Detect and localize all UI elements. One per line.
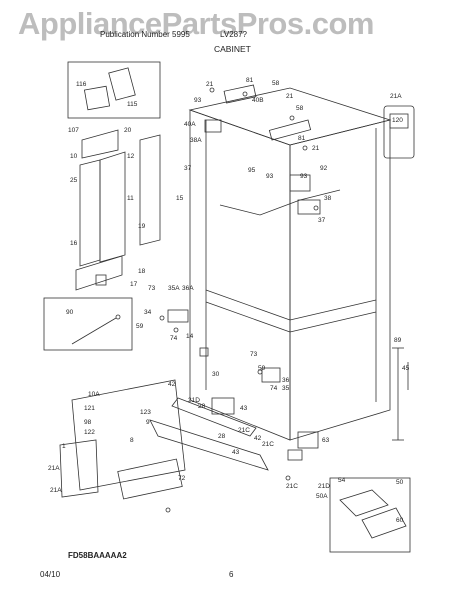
part-number-label: 21D (188, 397, 200, 404)
part-number-label: 98 (84, 419, 92, 426)
inset-box-bins (329, 477, 411, 553)
part-number-label: 19 (138, 223, 146, 230)
part-number-label: 43 (232, 449, 240, 456)
part-number-label: 40B (252, 97, 264, 104)
part-number-label: 123 (140, 409, 151, 416)
part-number-label: 122 (84, 429, 95, 436)
part-number-label: 28 (198, 403, 206, 410)
part-number-label: 107 (68, 127, 79, 134)
watermark: AppliancePartsPros.com (18, 6, 374, 41)
part-number-label: 21A (48, 465, 60, 472)
publication-number: Publication Number 5995 (100, 30, 190, 39)
part-number-label: 38A (190, 137, 202, 144)
part-number-label: 21 (206, 81, 214, 88)
part-number-label: 38 (324, 195, 332, 202)
kickplate-panel (71, 379, 186, 491)
part-number-label: 1 (62, 443, 66, 450)
part-number-label: 8 (130, 437, 134, 444)
part-number-label: 37 (184, 165, 192, 172)
part-number-label: 72 (178, 475, 186, 482)
part-number-label: 42 (254, 435, 262, 442)
part-number-label: 116 (76, 81, 87, 88)
bin-tray-left (339, 489, 389, 517)
part-number-label: 12 (127, 153, 135, 160)
part-number-label: 25 (70, 177, 78, 184)
part-number-label: 11 (127, 195, 134, 202)
part-number-label: 17 (130, 281, 138, 288)
part-number-label: 93 (194, 97, 202, 104)
part-number-label: 14 (186, 333, 194, 340)
part-number-label: 93 (266, 173, 274, 180)
part-number-label: 9 (146, 419, 150, 426)
footer-date: 04/10 (40, 570, 61, 579)
part-number-label: 30 (212, 371, 220, 378)
part-number-label: 63 (322, 437, 330, 444)
part-number-label: 15 (176, 195, 184, 202)
part-number-label: 115 (127, 101, 138, 108)
part-number-label: 35A (168, 285, 180, 292)
part-number-label: 21C (262, 441, 274, 448)
part-number-label: 89 (394, 337, 402, 344)
part-number-label: 36A (182, 285, 194, 292)
part-number-label: 74 (170, 335, 178, 342)
part-number-label: 16 (70, 240, 78, 247)
part-number-label: 81 (298, 135, 306, 142)
part-number-label: 59 (258, 365, 266, 372)
part-number-label: 45 (402, 365, 410, 372)
model-number: LV287? (220, 30, 247, 39)
part-number-label: 10A (88, 391, 100, 398)
part-number-label: 58 (272, 80, 280, 87)
part-number-label: 21 (312, 145, 320, 152)
part-number-label: 21C (238, 427, 250, 434)
part-number-label: 18 (138, 268, 146, 275)
inset-box-panel (67, 61, 161, 119)
part-number-label: 95 (248, 167, 256, 174)
part-number-label: 21C (286, 483, 298, 490)
part-number-label: 73 (250, 351, 258, 358)
part-number-label: 10 (70, 153, 78, 160)
part-number-label: 37 (318, 217, 326, 224)
part-number-label: 60 (396, 517, 404, 524)
part-number-label: 73 (148, 285, 156, 292)
part-number-label: 35 (282, 385, 290, 392)
part-number-label: 34 (144, 309, 152, 316)
part-number-label: 20 (124, 127, 132, 134)
part-number-label: 42 (168, 381, 176, 388)
cabinet-shell (188, 87, 392, 441)
inset-box-probe (43, 297, 133, 351)
part-number-label: 54 (338, 477, 346, 484)
part-number-label: 28 (218, 433, 226, 440)
part-number-label: 21A (390, 93, 402, 100)
diagram-code: FD58BAAAAA2 (68, 551, 127, 560)
part-number-label: 21D (318, 483, 330, 490)
section-title: CABINET (214, 44, 251, 54)
part-number-label: 58 (296, 105, 304, 112)
part-number-label: 40A (184, 121, 196, 128)
part-number-label: 59 (136, 323, 144, 330)
part-number-label: 21A (50, 487, 62, 494)
part-number-label: 120 (392, 117, 403, 124)
part-number-label: 93 (300, 173, 308, 180)
bin-tray-right (361, 507, 407, 539)
part-number-label: 90 (66, 309, 74, 316)
part-number-label: 74 (270, 385, 278, 392)
footer-page-number: 6 (229, 570, 234, 579)
part-number-label: 121 (84, 405, 95, 412)
part-number-label: 21 (286, 93, 294, 100)
part-number-label: 50 (396, 479, 404, 486)
part-number-label: 81 (246, 77, 254, 84)
part-number-label: 36 (282, 377, 290, 384)
part-number-label: 50A (316, 493, 328, 500)
part-number-label: 92 (320, 165, 328, 172)
part-number-label: 43 (240, 405, 248, 412)
